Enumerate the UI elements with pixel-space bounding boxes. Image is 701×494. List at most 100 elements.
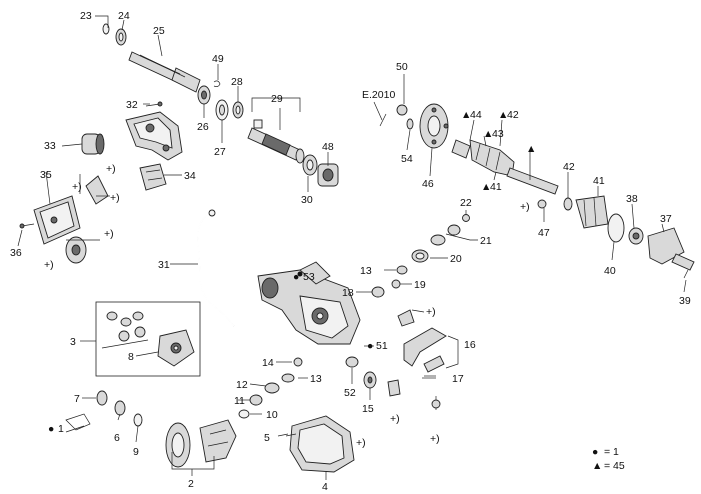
- callout-13-upper: 13: [360, 265, 372, 277]
- ring-42: [563, 197, 573, 211]
- plus-marker: +): [430, 433, 440, 445]
- plus-markers: +) +) +) +) +) +) +) +) +) +): [44, 163, 530, 449]
- callout-26: 26: [197, 121, 209, 133]
- callout-34: 34: [184, 170, 196, 182]
- callout-43: 43: [492, 128, 504, 140]
- plus-marker: +): [110, 192, 120, 204]
- callout-10: 10: [266, 409, 278, 421]
- callout-25: 25: [153, 25, 165, 37]
- ring-28: [232, 101, 244, 119]
- housing-cover-4: [289, 415, 355, 473]
- callout-8: 8: [128, 351, 134, 363]
- washer-9: [133, 413, 143, 427]
- callout-41-upper: 41: [593, 175, 605, 187]
- callout-48: 48: [322, 141, 334, 153]
- breather-hose-31: [197, 209, 235, 327]
- drum-48: [317, 163, 339, 187]
- quantity-markers: ▲ ▲ ▲ ▲ ▲ ● ● ●: [48, 109, 536, 435]
- legend-triangle-value: = 45: [604, 460, 625, 472]
- seal-52: [345, 356, 359, 368]
- callout-3: 3: [70, 336, 76, 348]
- dot-marker-51: ●: [367, 340, 373, 352]
- callout-9: 9: [133, 446, 139, 458]
- clip-39: [683, 269, 689, 279]
- seal-24: [115, 28, 127, 46]
- callout-12: 12: [236, 379, 248, 391]
- callout-6: 6: [114, 432, 120, 444]
- callout-31: 31: [158, 259, 170, 271]
- callout-44: 44: [470, 109, 482, 121]
- plus-marker: +): [104, 228, 114, 240]
- plus-marker: +): [72, 181, 82, 193]
- legend-dot-symbol: ●: [592, 446, 598, 458]
- triangle-marker-44: ▲: [461, 109, 471, 121]
- callout-52: 52: [344, 387, 356, 399]
- ring-gear-and-pinion-2: [165, 419, 237, 468]
- ring-6: [114, 400, 126, 416]
- hub-46: [419, 103, 449, 149]
- callout-47: 47: [538, 227, 550, 239]
- bearing-parts-10-14: [238, 357, 303, 437]
- pin-32: [145, 101, 163, 107]
- callout-14: 14: [262, 357, 274, 369]
- legend-triangle-symbol: ▲: [592, 460, 602, 472]
- callout-46: 46: [422, 178, 434, 190]
- callout-16: 16: [464, 339, 476, 351]
- callout-33: 33: [44, 140, 56, 152]
- callout-36: 36: [10, 247, 22, 259]
- callout-42-lower: 42: [563, 161, 575, 173]
- callout-22: 22: [460, 197, 472, 209]
- callout-38: 38: [626, 193, 638, 205]
- callout-2: 2: [188, 478, 194, 490]
- nut-47: [537, 199, 547, 209]
- callout-11: 11: [234, 395, 245, 407]
- lever-16: [403, 327, 447, 377]
- axle-shaft-25: [128, 51, 201, 93]
- callout-20: 20: [450, 253, 462, 265]
- dot-marker-53: ●: [293, 271, 299, 283]
- tripod-38: [628, 227, 644, 245]
- callout-41-lower: 41: [490, 181, 502, 193]
- callout-50: 50: [396, 61, 408, 73]
- callout-53: 53: [303, 271, 315, 283]
- ring-40: [607, 213, 625, 243]
- callout-54: 54: [401, 153, 413, 165]
- differential-kit-box: [95, 301, 201, 377]
- differential-kit-parts: [101, 311, 195, 367]
- dot-marker-1: ●: [48, 423, 54, 435]
- small-rings-13-20: [371, 214, 470, 298]
- callout-49: 49: [212, 53, 224, 65]
- triangle-marker-43: ▲: [483, 128, 493, 140]
- clip-49: [213, 80, 221, 88]
- callout-19: 19: [414, 279, 426, 291]
- plus-marker: +): [44, 259, 54, 271]
- housing-bracket: [125, 111, 183, 161]
- triangle-marker-shaft: ▲: [526, 143, 536, 155]
- plus-marker: +): [356, 437, 366, 449]
- callout-24: 24: [118, 10, 130, 22]
- ring-30: [302, 154, 318, 176]
- callout-4: 4: [322, 481, 328, 493]
- boot-41: [575, 195, 609, 229]
- bolt-parts-right: [387, 309, 441, 410]
- bearing-26: [197, 85, 211, 105]
- triangle-marker-42: ▲: [498, 109, 508, 121]
- callout-51: 51: [376, 340, 388, 352]
- callout-5: 5: [264, 432, 270, 444]
- callout-1: 1: [58, 423, 64, 435]
- housing-37: [647, 227, 695, 271]
- plus-marker: +): [390, 413, 400, 425]
- legend: ● = 1 ▲ = 45: [592, 446, 625, 472]
- plus-marker: +): [520, 201, 530, 213]
- callout-29: 29: [271, 93, 283, 105]
- plate-34: [139, 163, 167, 191]
- callout-27: 27: [214, 146, 226, 158]
- callout-23: 23: [80, 10, 92, 22]
- callout-30: 30: [301, 194, 313, 206]
- seal-7: [96, 390, 108, 406]
- leader-lines: [17, 15, 687, 480]
- legend-dot-value: = 1: [604, 446, 619, 458]
- callout-13-lower: 13: [310, 373, 322, 385]
- callout-7: 7: [74, 393, 80, 405]
